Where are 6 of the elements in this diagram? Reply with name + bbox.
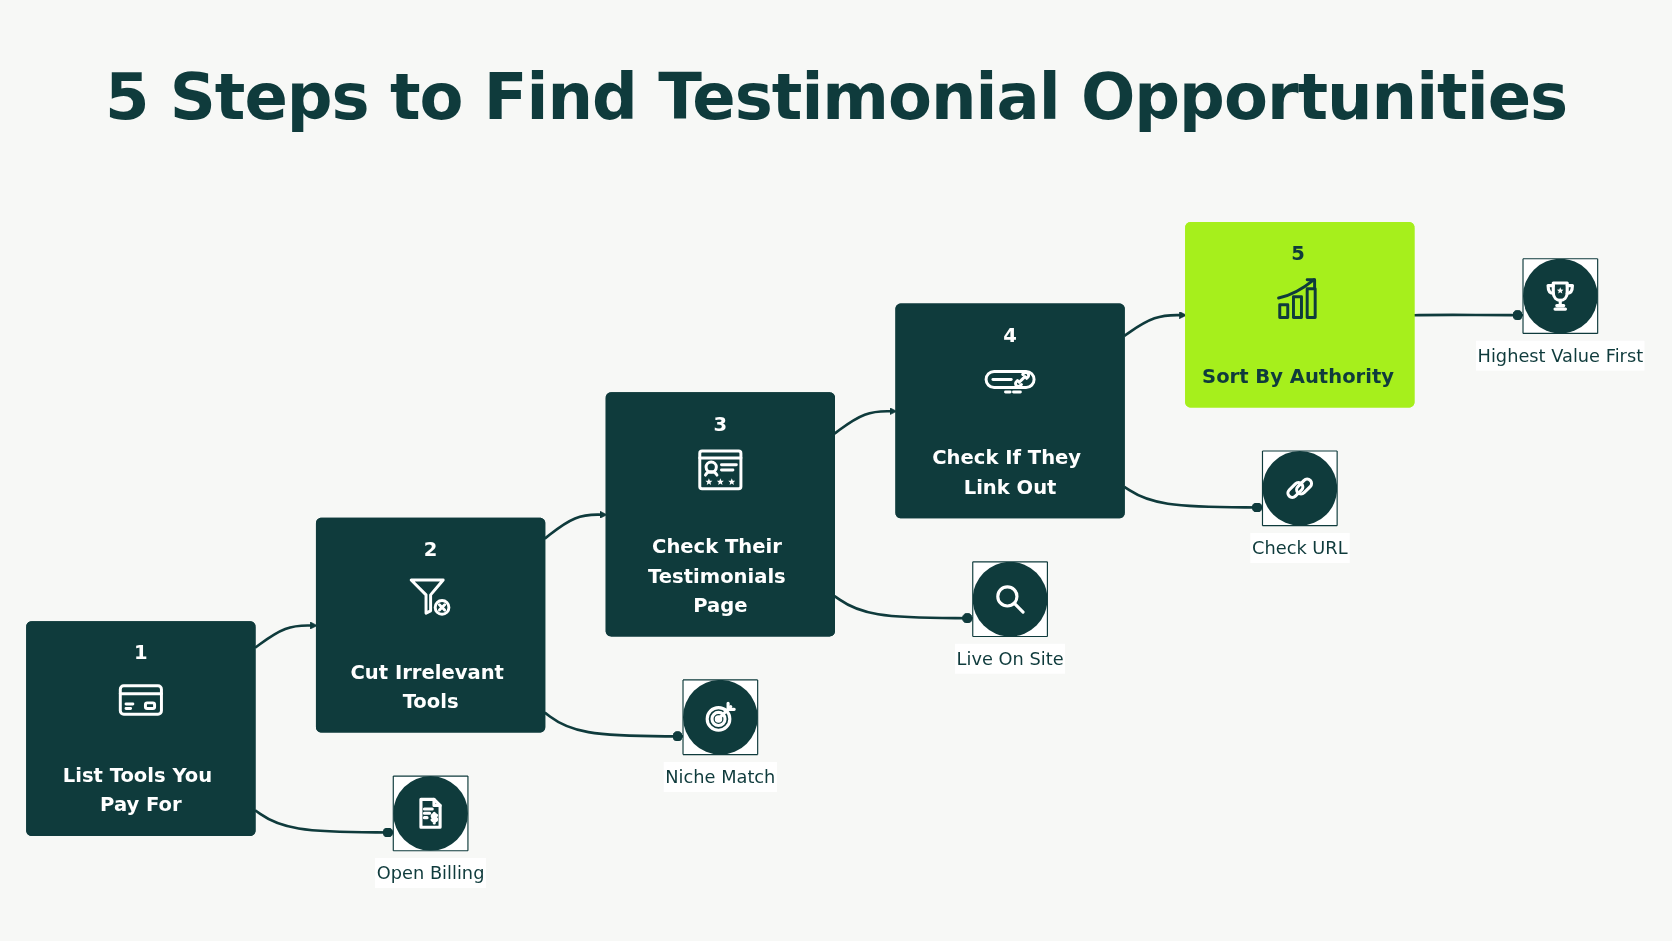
arrow <box>1123 311 1187 337</box>
connector <box>1414 309 1524 321</box>
connector <box>254 809 394 838</box>
connector <box>544 711 684 742</box>
title: 5 Steps to Find Testimonial Opportunities <box>103 59 1569 134</box>
connector <box>1123 485 1263 513</box>
